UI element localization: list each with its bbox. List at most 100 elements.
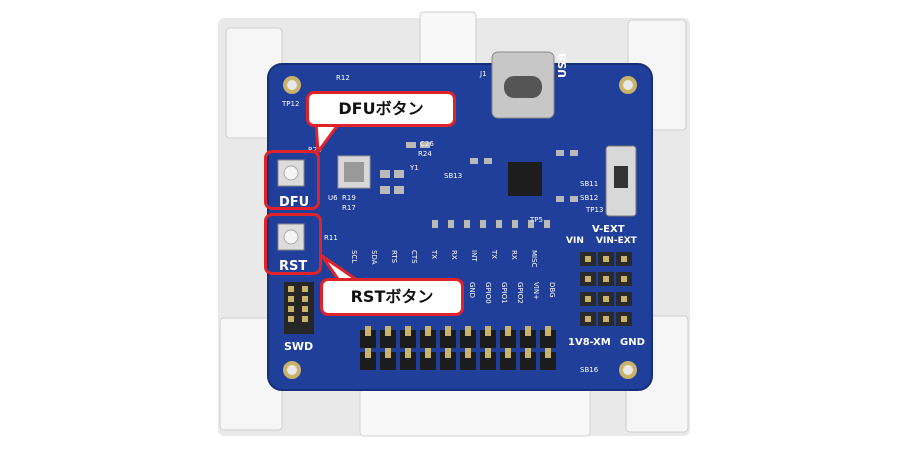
header-pin-tip [465,326,471,336]
silk-u6: U6 [328,194,338,202]
silk-r17: R17 [342,204,356,212]
header-pin-tip [485,326,491,336]
pin-label: SDA [370,250,378,265]
pin-label: MISC [530,250,538,268]
silk-vext: V-EXT [592,224,625,235]
silk-j1: J1 [479,70,487,78]
silk-r19: R19 [342,194,356,202]
header-pin [440,352,456,370]
header-pin-tip [385,348,391,358]
header-pin-tip [525,326,531,336]
power-pin-tip [603,316,609,322]
qfn-chip-icon [337,155,542,196]
silk-1v8xm: 1V8-XM [568,337,611,348]
pin-label: CTS [410,250,418,264]
power-pin-tip [621,316,627,322]
rst-button-icon [277,223,305,251]
silk-rst: RST [279,259,307,274]
header-pin [480,330,496,348]
swd-header-icon [284,282,314,334]
header-pin-tip [505,348,511,358]
pin-label: GPIO0 [484,282,492,304]
silk-y1: Y1 [409,164,419,172]
silk-r24: R24 [418,150,432,158]
silk-tp12: TP12 [281,100,299,108]
header-pin [540,330,556,348]
pin-label: INT [470,250,478,262]
pin-label: TX [430,249,438,259]
pin-label: GPIO2 [516,282,524,304]
header-pin [520,330,536,348]
header-pin-tip [365,326,371,336]
dfu-highlight [264,150,320,210]
silk-sb16: SB16 [580,366,599,374]
header-pin [460,352,476,370]
header-pin [380,330,396,348]
silk-swd: SWD [284,340,313,353]
pin-label: RX [510,250,518,260]
power-pin-tip [621,296,627,302]
silk-r11: R11 [324,234,338,242]
header-pin [380,352,396,370]
pin-label: DBG [548,282,556,298]
header-pin [420,352,436,370]
power-pin-tip [585,296,591,302]
power-pin-tip [603,256,609,262]
header-pin-tip [505,326,511,336]
pin-label: TX [490,249,498,259]
pin-label: VIN+ [532,282,540,300]
header-pin [540,352,556,370]
power-pin-tip [603,296,609,302]
silk-vin-ext: VIN-EXT [596,236,638,246]
power-pin-tip [585,276,591,282]
pin-label: SCL [350,250,358,263]
main-pin-header-icon [360,326,556,370]
header-pin-tip [445,326,451,336]
header-pin [440,330,456,348]
silk-c26: C26 [420,140,434,148]
usb-c-connector-icon [491,51,555,119]
header-pin-tip [425,348,431,358]
header-pin [360,352,376,370]
header-pin [420,330,436,348]
pin-label: RTS [390,250,398,264]
rst-callout: RSTボタン [320,278,464,316]
header-pin-tip [545,348,551,358]
header-pin [480,352,496,370]
power-pin-tip [603,276,609,282]
silk-tp5: TP5 [529,216,543,224]
dfu-button-icon [277,159,305,187]
power-pin-tip [621,276,627,282]
silk-r12: R12 [336,74,350,82]
header-pin-tip [425,326,431,336]
slide-switch-icon [605,145,637,217]
power-pin-tip [585,256,591,262]
header-pin-tip [405,326,411,336]
silk-sb13: SB13 [444,172,462,180]
pin-label: RX [450,250,458,260]
header-pin [460,330,476,348]
header-pin [500,352,516,370]
power-pin-tip [585,316,591,322]
pin-label: GND [468,282,476,298]
header-pin [500,330,516,348]
header-pin [400,352,416,370]
silk-tp13: TP13 [585,206,603,214]
header-pin [400,330,416,348]
silk-vin: VIN [566,236,584,246]
header-pin [360,330,376,348]
pin-label: GPIO1 [500,282,508,304]
silk-sb11: SB11 [580,180,598,188]
header-pin-tip [365,348,371,358]
header-pin-tip [525,348,531,358]
dfu-callout: DFUボタン [306,91,456,127]
header-pin-tip [485,348,491,358]
header-pin-tip [405,348,411,358]
silk-dfu: DFU [279,195,309,210]
power-pin-tip [621,256,627,262]
silk-usb: USB [556,53,569,78]
header-pin-tip [445,348,451,358]
power-pin-header-icon [580,252,632,326]
header-pin-tip [545,326,551,336]
